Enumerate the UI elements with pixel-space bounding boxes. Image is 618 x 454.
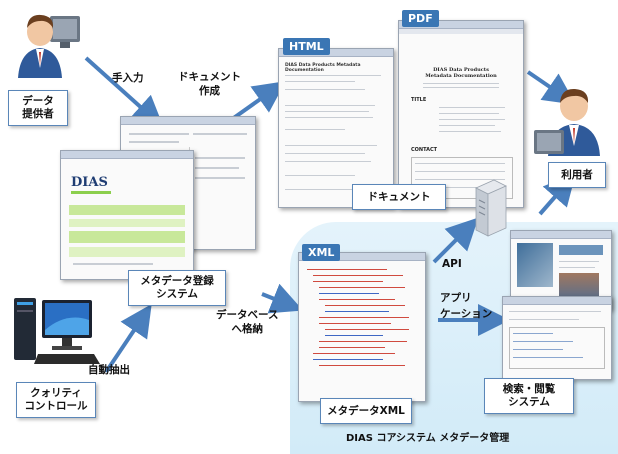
arrow-qc-to-registration — [104, 304, 152, 374]
data-provider-person-icon — [18, 14, 80, 78]
manual-input-label: 手入力 — [112, 72, 144, 84]
html-document-screen: DIAS Data Products Metadata Documentatio… — [278, 48, 394, 208]
document-creation-label: ドキュメント 作成 — [178, 71, 241, 97]
data-provider-label: データ 提供者 — [8, 90, 68, 126]
dias-logo: DIAS — [71, 175, 108, 190]
html-format-tag: HTML — [283, 38, 330, 55]
registration-screen-front: DIAS — [60, 150, 194, 280]
computer-icon — [14, 298, 100, 364]
pdf-document-screen: DIAS Data Products Metadata Documentatio… — [398, 20, 524, 208]
core-system-caption: DIAS コアシステム メタデータ管理 — [346, 433, 510, 444]
server-icon — [475, 179, 507, 237]
arrow-to-api — [432, 217, 479, 264]
metadata-registration-system-box: メタデータ登録 システム — [128, 270, 226, 306]
metadata-xml-box: メタデータXML — [320, 398, 412, 424]
document-box: ドキュメント — [352, 184, 446, 210]
arrow-provider-to-registration — [84, 56, 164, 129]
arrow-pdf-to-user — [526, 70, 576, 105]
quality-control-label: クォリティ コントロール — [16, 382, 96, 418]
user-person-icon — [534, 88, 600, 156]
xml-screen — [298, 252, 426, 402]
user-label: 利用者 — [548, 162, 606, 188]
api-label: API — [442, 258, 462, 270]
pdf-format-tag: PDF — [402, 10, 439, 27]
application-label: アプリ ケーション — [440, 292, 493, 320]
search-screen-front — [502, 296, 612, 380]
xml-format-tag: XML — [302, 244, 341, 261]
store-to-database-label: データベース へ格納 — [216, 309, 279, 335]
auto-extract-label: 自動抽出 — [88, 364, 130, 376]
search-browse-system-box: 検索・閲覧 システム — [484, 378, 574, 414]
arrow-registration-to-xml — [261, 283, 304, 314]
